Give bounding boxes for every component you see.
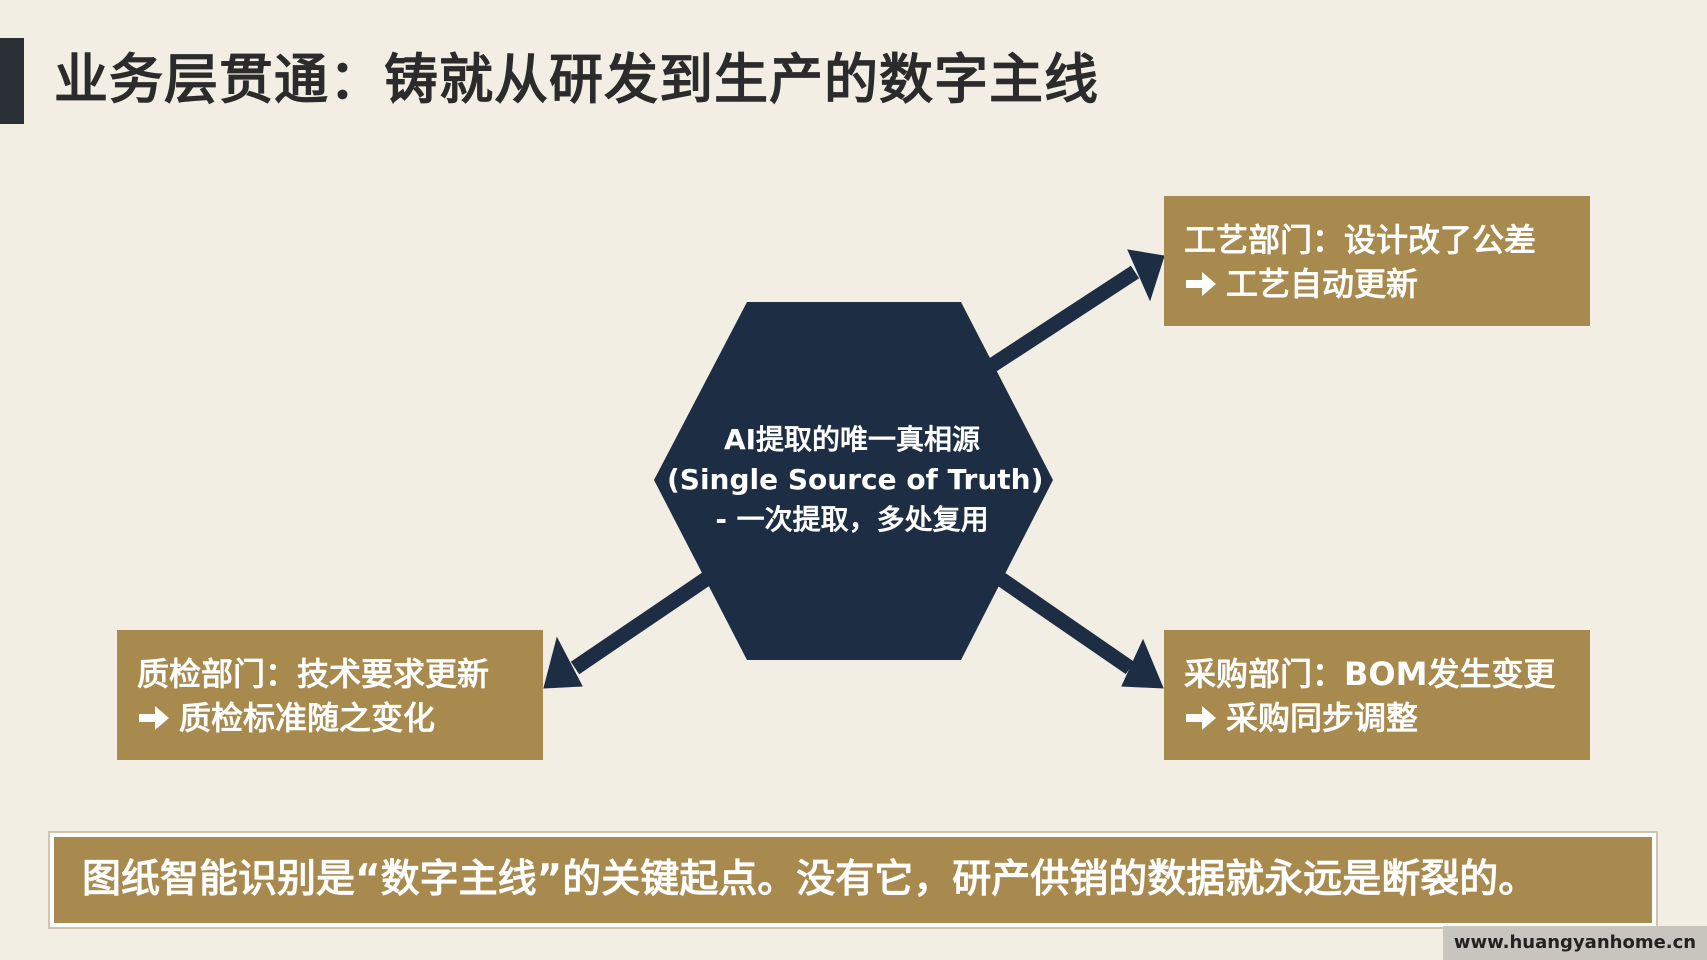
process-box-line2: 工艺自动更新 (1226, 265, 1419, 303)
hexagon-label-line2: (Single Source of Truth) (667, 463, 1044, 496)
watermark: www.huangyanhome.cn (1443, 926, 1707, 960)
arrow-to-process-shaft (980, 265, 1140, 377)
hexagon-label: AI提取的唯一真相源 (Single Source of Truth) - 一次… (667, 420, 1044, 540)
page-title: 业务层贯通：铸就从研发到生产的数字主线 (54, 48, 1099, 111)
purchase-box-line2: 采购同步调整 (1226, 699, 1419, 737)
hexagon-label-line3: - 一次提取，多处复用 (715, 503, 989, 536)
quality-box-line2: 质检标准随之变化 (179, 699, 436, 737)
purchase-department-box: 采购部门：BOM发生变更 采购同步调整 (1164, 630, 1590, 760)
arrow-to-quality-shaft (570, 568, 717, 675)
arrow-to-quality-head (543, 636, 583, 689)
arrow-to-purchase-shaft (990, 568, 1135, 675)
arrow-to-purchase-head (1121, 638, 1164, 689)
source-of-truth-hexagon (654, 302, 1053, 660)
right-arrow-icon (139, 706, 169, 730)
right-arrow-icon (1186, 706, 1216, 730)
purchase-box-line1: 采购部门：BOM发生变更 (1184, 655, 1556, 693)
process-box-line1: 工艺部门：设计改了公差 (1184, 221, 1537, 259)
quality-box-line1: 质检部门：技术要求更新 (137, 655, 490, 693)
hexagon-label-line1: AI提取的唯一真相源 (723, 423, 981, 456)
arrow-to-process-head (1127, 249, 1165, 302)
quality-department-box: 质检部门：技术要求更新 质检标准随之变化 (117, 630, 543, 760)
process-department-box: 工艺部门：设计改了公差 工艺自动更新 (1164, 196, 1590, 326)
title-accent-bar (0, 38, 24, 124)
conclusion-banner: 图纸智能识别是“数字主线”的关键起点。没有它，研产供销的数据就永远是断裂的。 (50, 833, 1656, 927)
right-arrow-icon (1186, 272, 1216, 296)
